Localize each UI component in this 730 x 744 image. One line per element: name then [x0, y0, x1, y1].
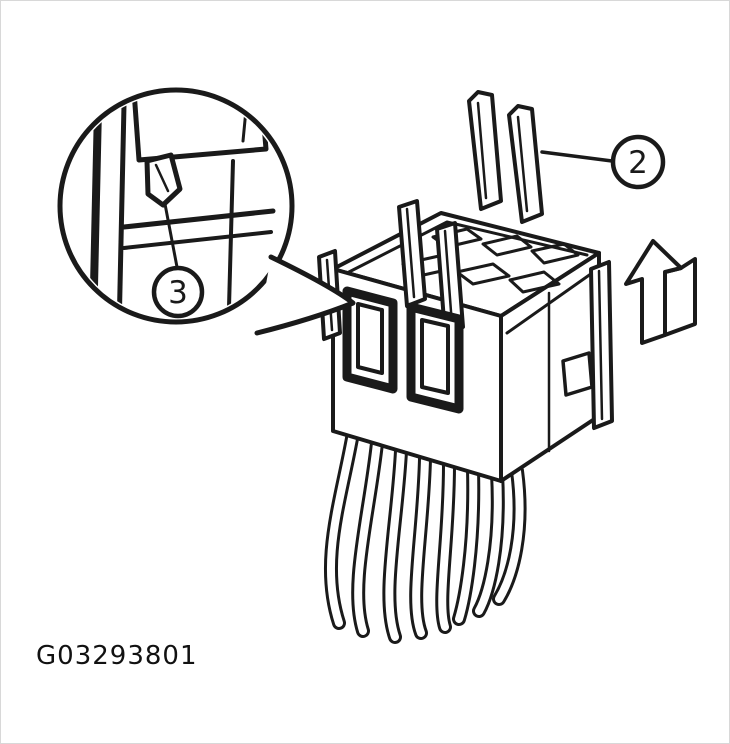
magnifier-pointer: [254, 254, 356, 336]
figure-id: G03293801: [36, 641, 197, 671]
side-rail: [505, 260, 614, 453]
latch-windows: [342, 286, 464, 414]
callout-3-leader-line: [163, 202, 179, 269]
release-tabs: [467, 90, 544, 224]
callout-3-label: 3: [168, 275, 188, 311]
wire-bundle: [323, 426, 527, 644]
callout-3-circle: [151, 265, 205, 319]
terminal-slots: [345, 220, 589, 294]
callout-2: 2: [540, 134, 666, 190]
callout-2-circle: [610, 134, 666, 190]
connector-body: [317, 90, 614, 483]
magnifier-bubble: 3: [57, 87, 356, 336]
magnifier-circle: [57, 87, 295, 325]
callout-2-leader-line: [540, 150, 614, 163]
callout-2-label: 2: [628, 145, 648, 181]
callout-3: 3: [151, 202, 205, 319]
removal-direction-arrow-icon: [624, 239, 697, 345]
